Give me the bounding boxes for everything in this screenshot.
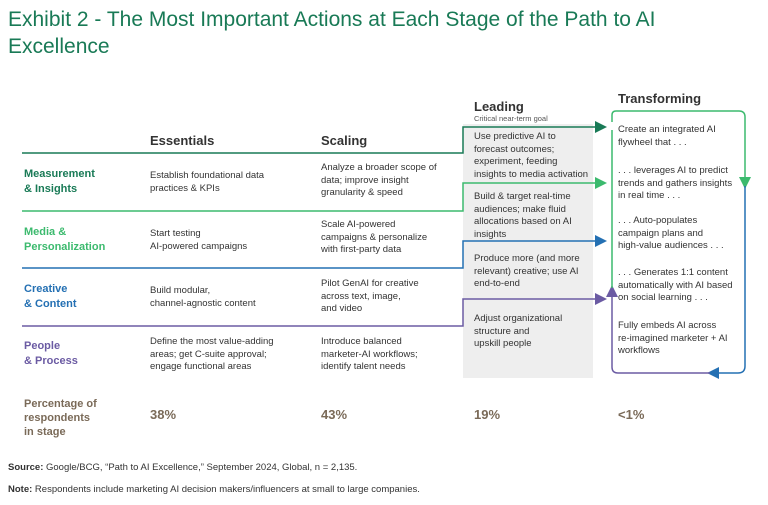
column-header-scaling: Scaling [321,133,368,148]
percentage-essentials: 38% [150,407,177,422]
footnote: Note: Respondents include marketing AI d… [8,484,420,495]
column-header-leading: Leading [474,99,524,114]
percentage-transforming: <1% [618,407,645,422]
media-connector [22,177,607,212]
row-label-media: Media &Personalization [24,226,106,253]
row-label-people: People& Process [24,340,78,367]
flywheel-right-arc [707,186,746,379]
leading-column-background [463,124,593,378]
column-header-essentials: Essentials [150,133,215,148]
flywheel-top-arc [611,110,751,189]
percentage-scaling: 43% [321,407,348,422]
creative-connector [22,235,607,269]
percentage-leading: 19% [474,407,501,422]
source-note: Source: Google/BCG, “Path to AI Excellen… [8,462,358,473]
measurement-connector [22,121,607,154]
row-label-creative: Creative& Content [24,283,77,310]
column-header-transforming: Transforming [618,91,702,106]
people-connector [22,293,607,327]
creative-essentials: Build modular,channel-agnostic content [150,285,256,309]
flywheel-bottom-arc [606,285,710,374]
row-label-measurement: Measurement& Insights [24,168,95,195]
leading-subtitle: Critical near-term goal [474,114,548,123]
page-title: Exhibit 2 - The Most Important Actions a… [8,8,656,58]
